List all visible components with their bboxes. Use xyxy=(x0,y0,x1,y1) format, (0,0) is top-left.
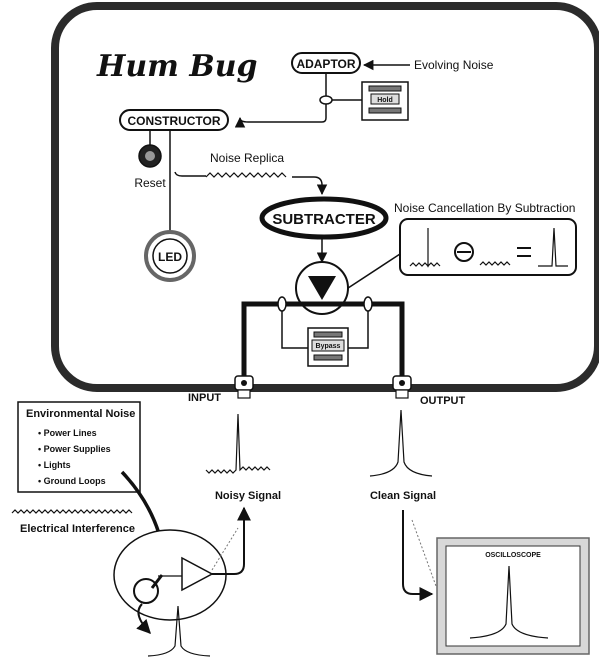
input-junction xyxy=(277,296,287,312)
adaptor-constructor-wire xyxy=(234,104,327,128)
cancellation-label: Noise Cancellation By Subtraction xyxy=(394,201,575,215)
environmental-noise-item: • Lights xyxy=(38,460,71,470)
led-label: LED xyxy=(158,250,182,264)
noise-replica-waveform xyxy=(205,172,287,178)
stray-noise-arrow xyxy=(136,603,151,635)
amplifier-triangle xyxy=(181,556,214,592)
environmental-noise-item: • Ground Loops xyxy=(38,476,106,486)
environmental-noise-item: • Power Supplies xyxy=(38,444,111,454)
panel-replica-wave xyxy=(479,261,511,266)
source-dotted-line xyxy=(211,527,239,571)
interference-waveform xyxy=(11,509,133,514)
panel-clean-wave xyxy=(538,227,568,267)
noise-replica-wire xyxy=(174,171,206,177)
bypass-switch-top-bar xyxy=(313,331,343,338)
reset-button-inner xyxy=(145,151,155,161)
oscilloscope-label: OSCILLOSCOPE xyxy=(485,552,541,559)
adaptor-label: ADAPTOR xyxy=(296,57,355,71)
environmental-noise-item: • Power Lines xyxy=(38,428,97,438)
oscilloscope-screen xyxy=(445,545,581,647)
subtracter-ellipse xyxy=(259,196,389,240)
constructor-box xyxy=(119,109,229,131)
panel-noisy-wave xyxy=(409,228,441,268)
replica-to-subtracter-arrow xyxy=(292,176,328,196)
clean-signal-waveform xyxy=(369,409,433,477)
environmental-noise-title: Environmental Noise xyxy=(26,408,135,420)
clean-to-scope-arrow xyxy=(402,510,434,601)
source-output-arrow xyxy=(212,506,251,575)
evolving-noise-label: Evolving Noise xyxy=(414,58,494,72)
microphone-handle xyxy=(150,574,164,589)
output-junction xyxy=(363,296,373,312)
input-label: INPUT xyxy=(188,392,221,404)
output-label: OUTPUT xyxy=(420,395,466,407)
microphone-icon xyxy=(133,578,159,604)
adaptor-junction xyxy=(319,95,333,105)
constructor-label: CONSTRUCTOR xyxy=(127,114,220,128)
subtraction-node-triangle xyxy=(308,276,336,300)
reset-label: Reset xyxy=(134,176,166,190)
environmental-noise-box xyxy=(17,401,141,493)
source-waveform xyxy=(147,605,211,657)
subtracter-label: SUBTRACTER xyxy=(272,211,375,228)
bypass-label: Bypass xyxy=(316,343,341,350)
bypass-switch-bottom-bar xyxy=(313,354,343,361)
input-connector[interactable] xyxy=(234,375,254,399)
hold-label: Hold xyxy=(377,97,393,104)
hold-switch-top-bar xyxy=(368,85,402,92)
scope-dotted-line xyxy=(411,519,437,587)
interference-label: Electrical Interference xyxy=(20,523,135,535)
led-indicator-inner xyxy=(152,238,188,274)
cancellation-panel xyxy=(399,218,577,276)
device-title: Hum Bug xyxy=(96,49,258,84)
noisy-signal-waveform xyxy=(205,413,271,474)
clean-signal-label: Clean Signal xyxy=(370,490,436,502)
bypass-switch-button[interactable] xyxy=(311,339,345,352)
panel-pointer xyxy=(341,253,401,293)
hold-switch-bottom-bar xyxy=(368,107,402,114)
noise-replica-label: Noise Replica xyxy=(210,151,284,165)
noisy-signal-label: Noisy Signal xyxy=(215,490,281,502)
hold-switch-button[interactable] xyxy=(370,93,400,105)
signal-path xyxy=(241,301,405,378)
oscilloscope-waveform xyxy=(469,565,549,639)
output-connector[interactable] xyxy=(392,375,412,399)
